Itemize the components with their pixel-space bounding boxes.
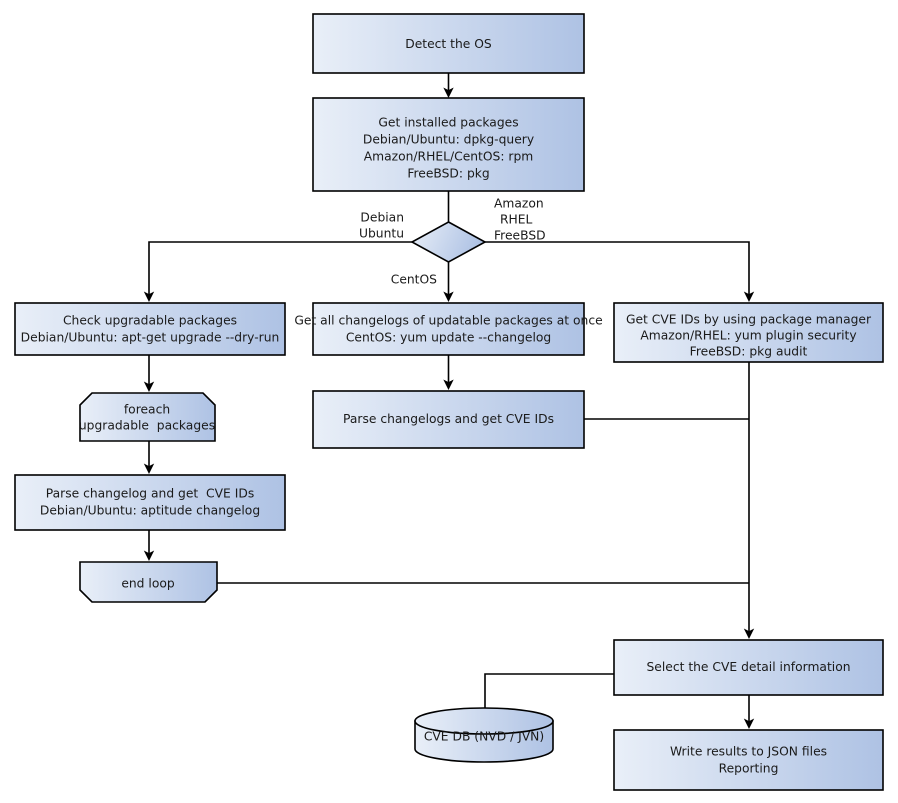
node-check-upgradable[interactable]: Check upgradable packages Debian/Ubuntu:… <box>14 302 286 356</box>
node-parse-changelog-line-2: Debian/Ubuntu: aptitude changelog <box>40 504 260 518</box>
edge-label-rhel: RHEL <box>500 213 533 227</box>
node-foreach-line-1: foreach <box>124 403 170 417</box>
node-select-cve-detail-label: Select the CVE detail information <box>646 660 850 674</box>
edge-label-centos: CentOS <box>391 273 437 287</box>
node-get-all-changelogs-line-2: CentOS: yum update --changelog <box>346 331 551 345</box>
edge-label-debian: Debian <box>360 211 404 225</box>
edge-label-freebsd: FreeBSD <box>494 229 546 243</box>
edge-label-ubuntu: Ubuntu <box>359 227 404 241</box>
node-write-results[interactable]: Write results to JSON files Reporting <box>613 729 884 791</box>
node-parse-changelog-single[interactable]: Parse changelog and get CVE IDs Debian/U… <box>14 474 286 531</box>
node-select-cve-detail[interactable]: Select the CVE detail information <box>613 639 884 696</box>
edge-label-centos-text: CentOS <box>391 273 437 287</box>
edge-label-debian-ubuntu: Debian Ubuntu <box>359 211 404 241</box>
node-write-results-line-2: Reporting <box>719 762 779 776</box>
node-get-cve-ids-line-3: FreeBSD: pkg audit <box>690 345 808 359</box>
edges <box>143 73 755 729</box>
node-get-cve-ids-package-manager[interactable]: Get CVE IDs by using package manager Ama… <box>613 302 884 363</box>
node-write-results-line-1: Write results to JSON files <box>670 745 827 759</box>
edge-label-amazon: Amazon <box>494 197 544 211</box>
node-get-installed-packages-line-4: FreeBSD: pkg <box>407 167 489 181</box>
edge-label-amazon-rhel-freebsd: Amazon RHEL FreeBSD <box>494 197 546 243</box>
node-cve-db-label: CVE DB (NVD / JVN) <box>424 730 544 744</box>
node-get-installed-packages[interactable]: Get installed packages Debian/Ubuntu: dp… <box>312 97 585 192</box>
node-get-all-changelogs[interactable]: Get all changelogs of updatable packages… <box>294 302 603 356</box>
node-foreach-line-2: upgradable packages <box>79 419 215 433</box>
node-detect-os[interactable]: Detect the OS <box>312 13 585 74</box>
edge-decision-to-check-upgradable <box>143 241 412 302</box>
node-end-loop-label: end loop <box>121 577 175 591</box>
node-get-cve-ids-line-1: Get CVE IDs by using package manager <box>626 313 872 327</box>
node-get-installed-packages-line-3: Amazon/RHEL/CentOS: rpm <box>364 150 534 164</box>
node-parse-changelog-line-1: Parse changelog and get CVE IDs <box>46 487 254 501</box>
node-get-installed-packages-line-1: Get installed packages <box>378 116 518 130</box>
node-parse-changelogs-multi-label: Parse changelogs and get CVE IDs <box>343 412 554 426</box>
node-get-installed-packages-line-2: Debian/Ubuntu: dpkg-query <box>363 133 534 147</box>
node-get-cve-ids-line-2: Amazon/RHEL: yum plugin security <box>640 329 856 343</box>
node-foreach-loop-start[interactable]: foreach upgradable packages <box>79 392 216 442</box>
node-os-decision[interactable] <box>410 221 487 263</box>
edge-select-cve-to-db <box>484 673 614 712</box>
node-get-all-changelogs-line-1: Get all changelogs of updatable packages… <box>294 314 602 328</box>
node-parse-changelogs-multi[interactable]: Parse changelogs and get CVE IDs <box>312 390 585 449</box>
node-end-loop[interactable]: end loop <box>79 561 218 603</box>
node-detect-os-label: Detect the OS <box>405 37 492 51</box>
node-cve-db[interactable]: CVE DB (NVD / JVN) <box>414 707 554 763</box>
node-check-upgradable-line-2: Debian/Ubuntu: apt-get upgrade --dry-run <box>21 331 280 345</box>
edge-decision-to-cve-pkgmgr <box>485 241 755 302</box>
node-check-upgradable-line-1: Check upgradable packages <box>63 314 237 328</box>
